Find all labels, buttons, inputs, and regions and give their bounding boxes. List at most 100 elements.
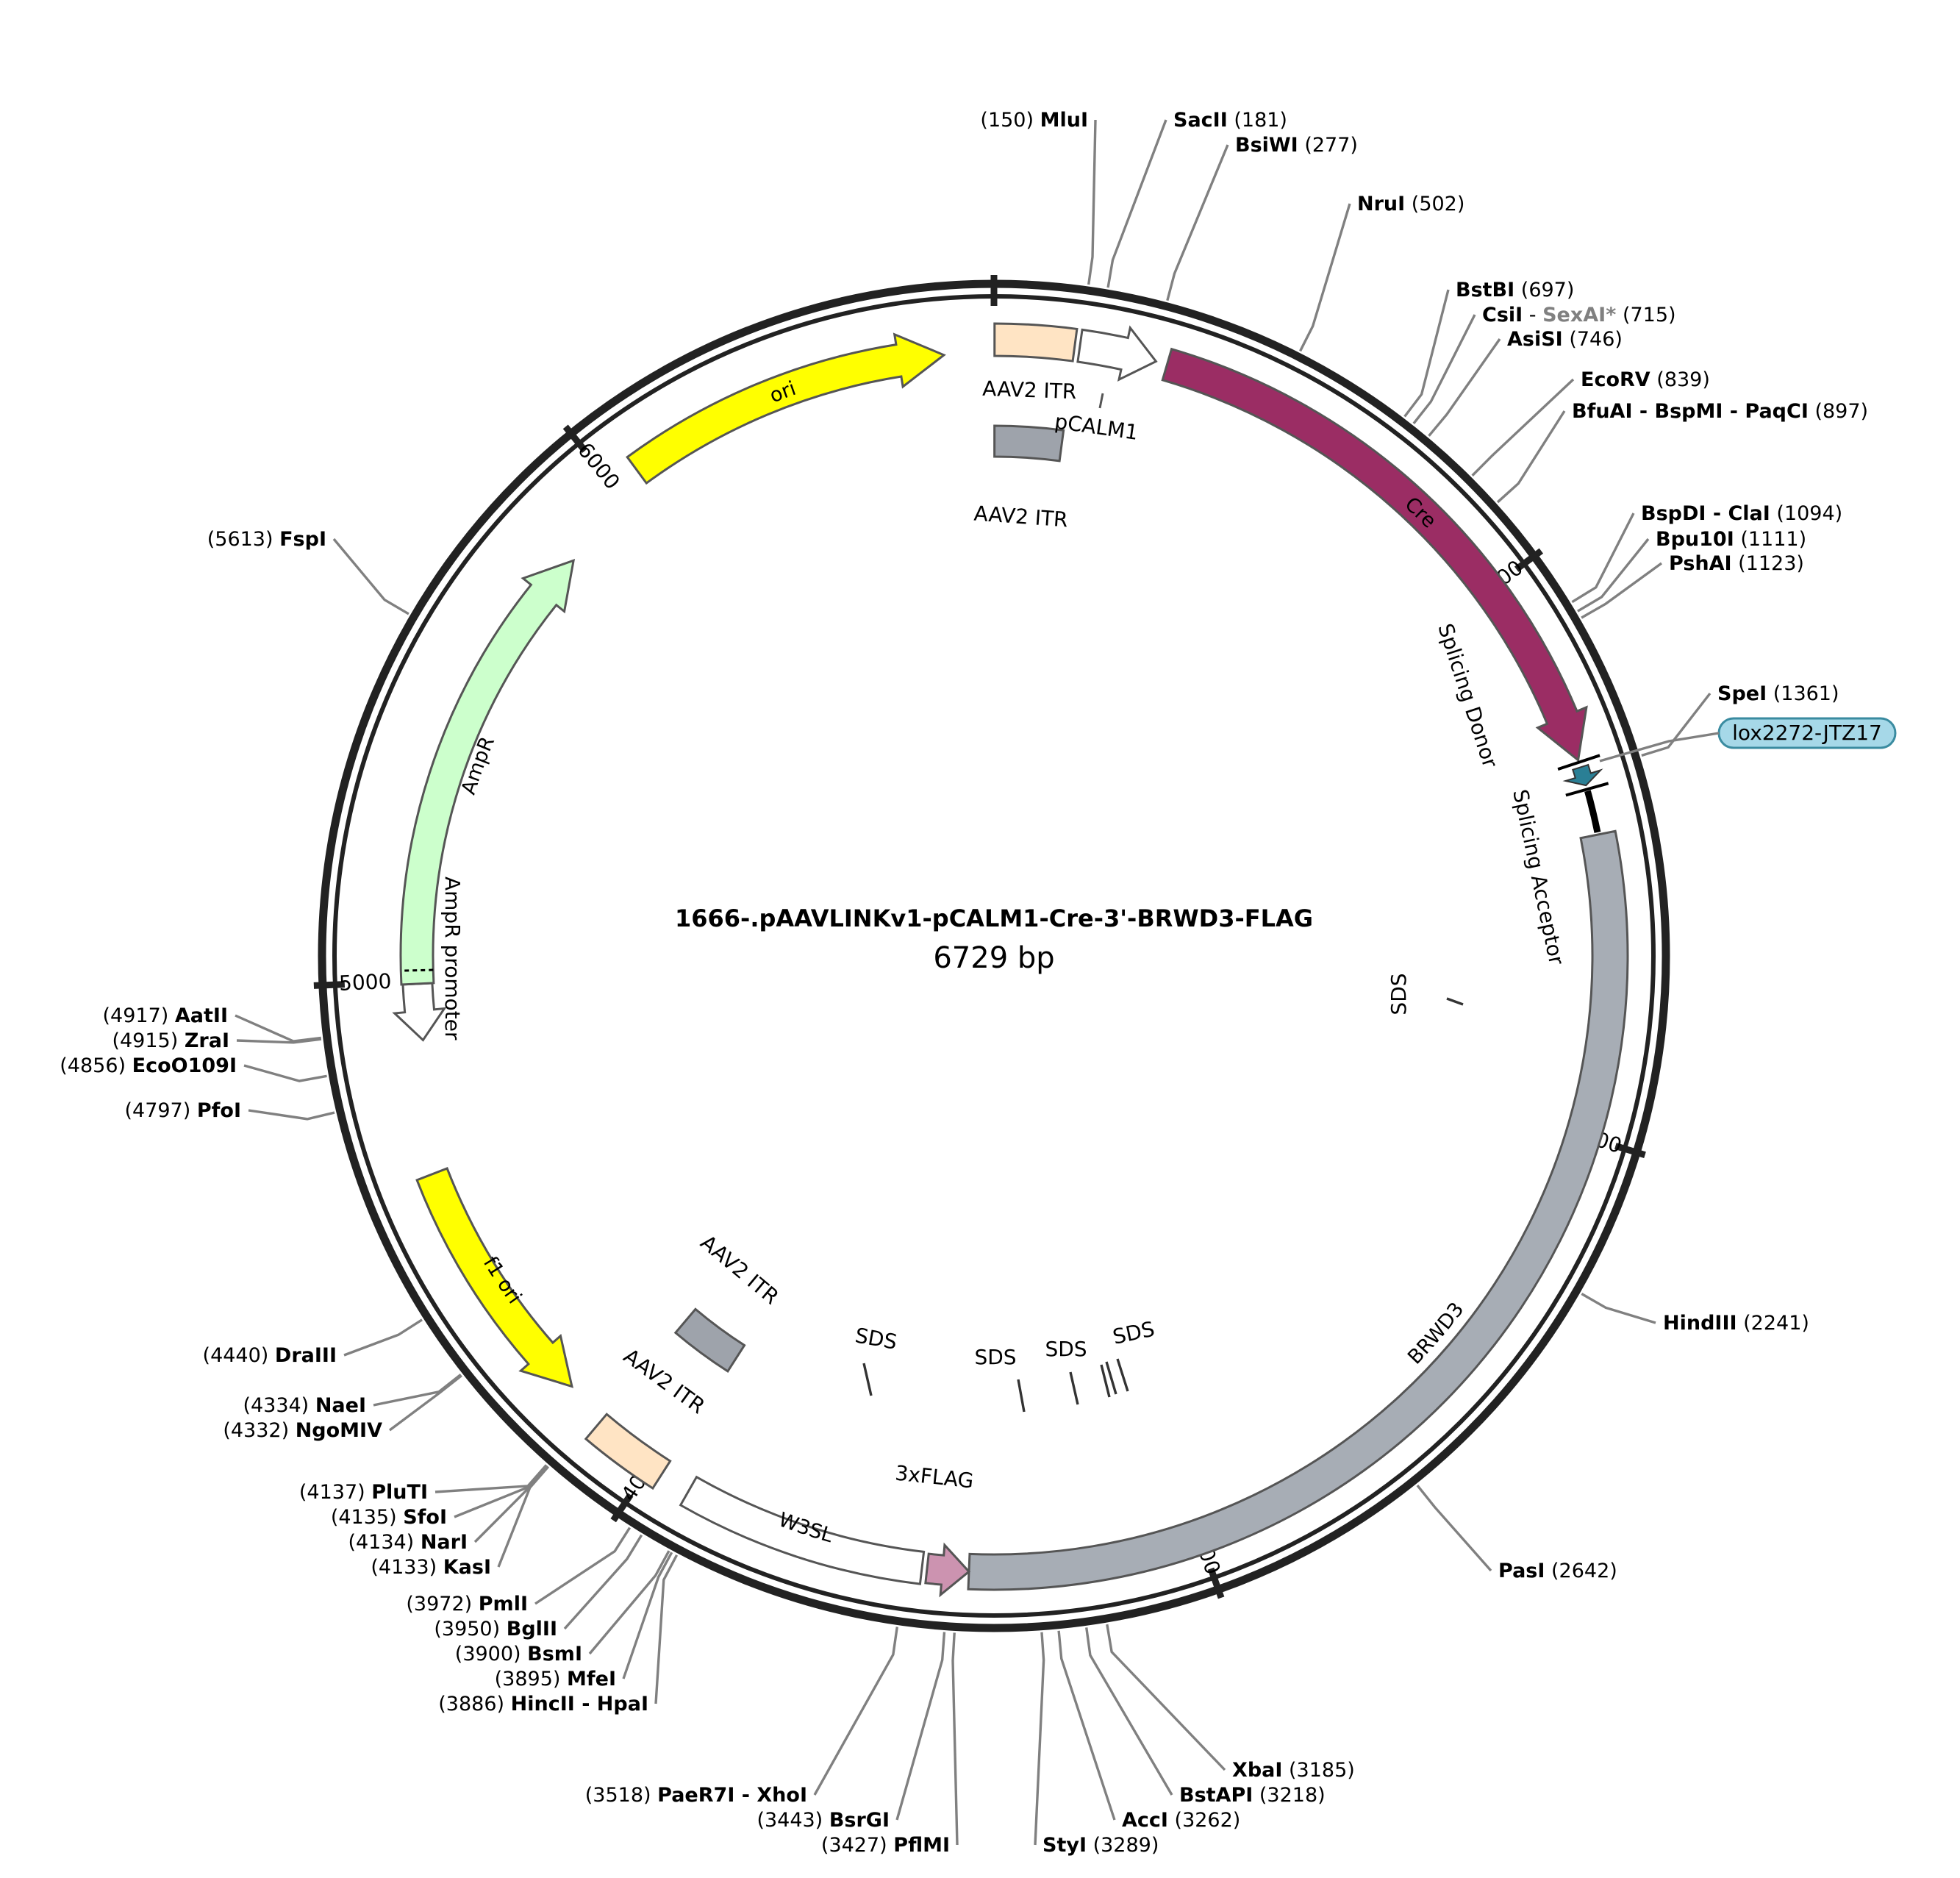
enzyme-site: PshAI (1123): [1581, 552, 1804, 619]
enzyme-label: PshAI (1123): [1669, 552, 1804, 575]
tick-label: 5000: [338, 969, 392, 996]
tick-label: 6000: [573, 438, 624, 494]
tick-mark: [610, 1493, 634, 1523]
plasmid-name: 1666-.pAAVLINKv1-pCALM1-Cre-3'-BRWD3-FLA…: [675, 904, 1313, 932]
flag-feature: [924, 1542, 971, 1598]
enzyme-site: (4334) NaeI: [243, 1373, 462, 1417]
splicing-acceptor-mark: [1565, 782, 1609, 797]
enzyme-label: (3518) PaeR7I - XhoI: [585, 1784, 807, 1807]
enzyme-label: EcoRV (839): [1581, 368, 1710, 391]
enzyme-label: (4137) PluTI: [299, 1481, 428, 1504]
sds-marks: SDS SDS SDS SDS SDS: [854, 973, 1464, 1413]
splicing-donor-label: Splicing Donor: [1433, 621, 1503, 771]
enzyme-site: (4797) PfoI: [124, 1099, 335, 1122]
enzyme-label: (4134) NarI: [348, 1531, 468, 1554]
enzyme-site: (5613) FspI: [207, 528, 409, 615]
enzyme-label: AsiSI (746): [1507, 328, 1623, 351]
enzyme-label: PasI (2642): [1498, 1560, 1617, 1582]
sds-mark: [1069, 1371, 1079, 1405]
enzyme-label: (4915) ZraI: [112, 1029, 229, 1052]
enzyme-label: (4440) DraIII: [203, 1344, 337, 1367]
enzyme-label: Bpu10I (1111): [1656, 528, 1806, 551]
enzyme-label: CsiI - SexAI* (715): [1482, 304, 1676, 326]
sds-label: SDS: [1387, 973, 1411, 1015]
pcalm1-feature: [1076, 325, 1158, 382]
cre-feature: [1161, 347, 1588, 763]
ampr-promoter-label: AmpR promoter: [440, 876, 465, 1040]
enzyme-site: BfuAI - BspMI - PaqCI (897): [1496, 400, 1868, 504]
enzyme-site: BspDI - ClaI (1094): [1571, 502, 1842, 604]
enzyme-site: (4917) AatII: [103, 1004, 321, 1043]
ampr-feature: [399, 558, 576, 986]
splicing-acceptor-label: Splicing Acceptor: [1508, 788, 1569, 968]
sds-mark: [1105, 1361, 1117, 1395]
enzyme-site: (3427) PflMI: [821, 1632, 959, 1857]
enzyme-label: BsiWI (277): [1235, 134, 1358, 157]
sds-label: SDS: [974, 1345, 1016, 1369]
enzyme-site: HindIII (2241): [1581, 1293, 1809, 1335]
enzyme-site: BstAPI (3218): [1085, 1627, 1326, 1807]
sds-label: SDS: [854, 1323, 899, 1354]
enzyme-label: (4332) NgoMIV: [223, 1419, 382, 1442]
enzyme-label: (3900) BsmI: [455, 1643, 582, 1665]
enzyme-site: XbaI (3185): [1106, 1624, 1355, 1782]
enzyme-site: CsiI - SexAI* (715): [1412, 304, 1676, 425]
lox2272-feature: [1562, 763, 1603, 787]
enzyme-site: (4856) EcoO109I: [60, 1054, 327, 1082]
splicing-acceptor-bar: [1584, 790, 1601, 833]
sds-mark: [862, 1363, 873, 1396]
enzyme-site: (4915) ZraI: [112, 1029, 322, 1052]
enzyme-site: EcoRV (839): [1471, 368, 1710, 476]
enzyme-label: (3950) BglII: [434, 1618, 557, 1640]
enzyme-label: (3972) PmlI: [406, 1593, 528, 1615]
enzyme-site: (4332) NgoMIV: [223, 1374, 462, 1442]
enzyme-label: SpeI (1361): [1717, 682, 1839, 705]
enzyme-site: Bpu10I (1111): [1577, 528, 1806, 613]
aav2-itr-feature: [993, 424, 1065, 463]
enzyme-label: (150) MluI: [980, 109, 1088, 132]
3xflag-label: 3xFLAG: [894, 1461, 975, 1493]
enzyme-site: (3900) BsmI: [455, 1550, 670, 1665]
sds-label: SDS: [1045, 1337, 1087, 1361]
enzyme-site: (150) MluI: [980, 109, 1097, 285]
enzyme-label: BfuAI - BspMI - PaqCI (897): [1572, 400, 1868, 423]
enzyme-label: (4135) SfoI: [331, 1506, 447, 1529]
enzyme-label: XbaI (3185): [1232, 1759, 1355, 1782]
enzyme-label: (3886) HincII - HpaI: [438, 1693, 648, 1715]
enzyme-label: (4917) AatII: [103, 1004, 229, 1027]
enzyme-site: SpeI (1361): [1641, 682, 1839, 757]
enzyme-site: (3518) PaeR7I - XhoI: [585, 1627, 898, 1807]
enzyme-label: (3443) BsrGI: [757, 1809, 890, 1832]
enzyme-label: (4856) EcoO109I: [60, 1054, 237, 1077]
enzyme-label: AccI (3262): [1122, 1809, 1240, 1832]
enzyme-site: (4135) SfoI: [331, 1465, 548, 1529]
lox2272-badge: lox2272-JTZ17: [1599, 717, 1897, 763]
f1-ori-feature: [415, 1166, 573, 1388]
enzyme-site: NruI (502): [1299, 193, 1464, 352]
enzyme-label: SacII (181): [1173, 109, 1287, 132]
enzyme-label: BstAPI (3218): [1179, 1784, 1326, 1807]
enzyme-site: StyI (3289): [1034, 1632, 1159, 1857]
enzyme-label: (4334) NaeI: [243, 1394, 366, 1417]
enzyme-site: BstBI (697): [1403, 279, 1574, 418]
sds-mark: [1446, 997, 1464, 1006]
enzyme-site: (4137) PluTI: [299, 1464, 548, 1504]
enzyme-label: (3895) MfeI: [495, 1668, 616, 1690]
splicing-donor-mark: [1557, 754, 1600, 771]
aav2-itr-feature: [673, 1307, 746, 1373]
enzyme-site: (3443) BsrGI: [757, 1632, 946, 1832]
enzyme-label: NruI (502): [1357, 193, 1464, 215]
enzyme-site: SacII (181): [1106, 109, 1287, 288]
enzyme-label: (4797) PfoI: [124, 1099, 241, 1122]
sds-label: SDS: [1111, 1317, 1157, 1349]
ori-feature: [626, 332, 946, 485]
tick-mark: [313, 981, 346, 989]
enzyme-site: AsiSI (746): [1428, 328, 1623, 437]
ampr-promoter-feature: [392, 982, 447, 1042]
tick-mark: [562, 424, 588, 453]
aav2-itr-label: AAV2 ITR: [619, 1343, 709, 1418]
enzyme-site: (3886) HincII - HpaI: [438, 1554, 679, 1715]
w3sl-feature: [679, 1475, 926, 1585]
enzyme-label: (4133) KasI: [371, 1556, 491, 1579]
